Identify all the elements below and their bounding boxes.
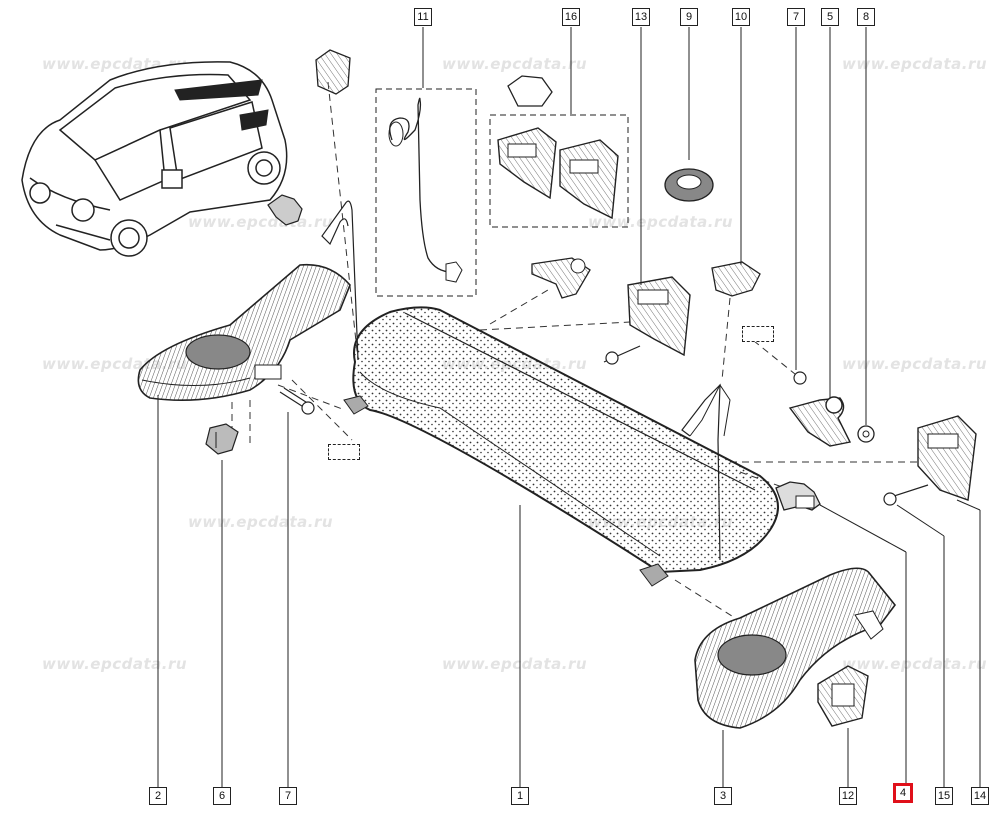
watermark: www.epcdata.ru: [442, 55, 588, 73]
callout-9[interactable]: 9: [680, 8, 698, 26]
callout-10[interactable]: 10: [732, 8, 750, 26]
callout-6[interactable]: 6: [213, 787, 231, 805]
callout-12[interactable]: 12: [839, 787, 857, 805]
callout-11[interactable]: 11: [414, 8, 432, 26]
reference-box: [328, 444, 360, 460]
watermark: www.epcdata.ru: [188, 513, 334, 531]
callout-4-selected[interactable]: 4: [893, 783, 913, 803]
callout-7[interactable]: 7: [787, 8, 805, 26]
watermark: www.epcdata.ru: [442, 655, 588, 673]
watermark: www.epcdata.ru: [842, 655, 988, 673]
callout-8[interactable]: 8: [857, 8, 875, 26]
callout-16[interactable]: 16: [562, 8, 580, 26]
watermark: www.epcdata.ru: [842, 55, 988, 73]
callout-2[interactable]: 2: [149, 787, 167, 805]
callout-15[interactable]: 15: [935, 787, 953, 805]
callout-7[interactable]: 7: [279, 787, 297, 805]
reference-box: [742, 326, 774, 342]
watermark: www.epcdata.ru: [42, 655, 188, 673]
watermark: www.epcdata.ru: [842, 355, 988, 373]
callout-13[interactable]: 13: [632, 8, 650, 26]
callout-3[interactable]: 3: [714, 787, 732, 805]
callout-5[interactable]: 5: [821, 8, 839, 26]
callout-14[interactable]: 14: [971, 787, 989, 805]
callout-1[interactable]: 1: [511, 787, 529, 805]
